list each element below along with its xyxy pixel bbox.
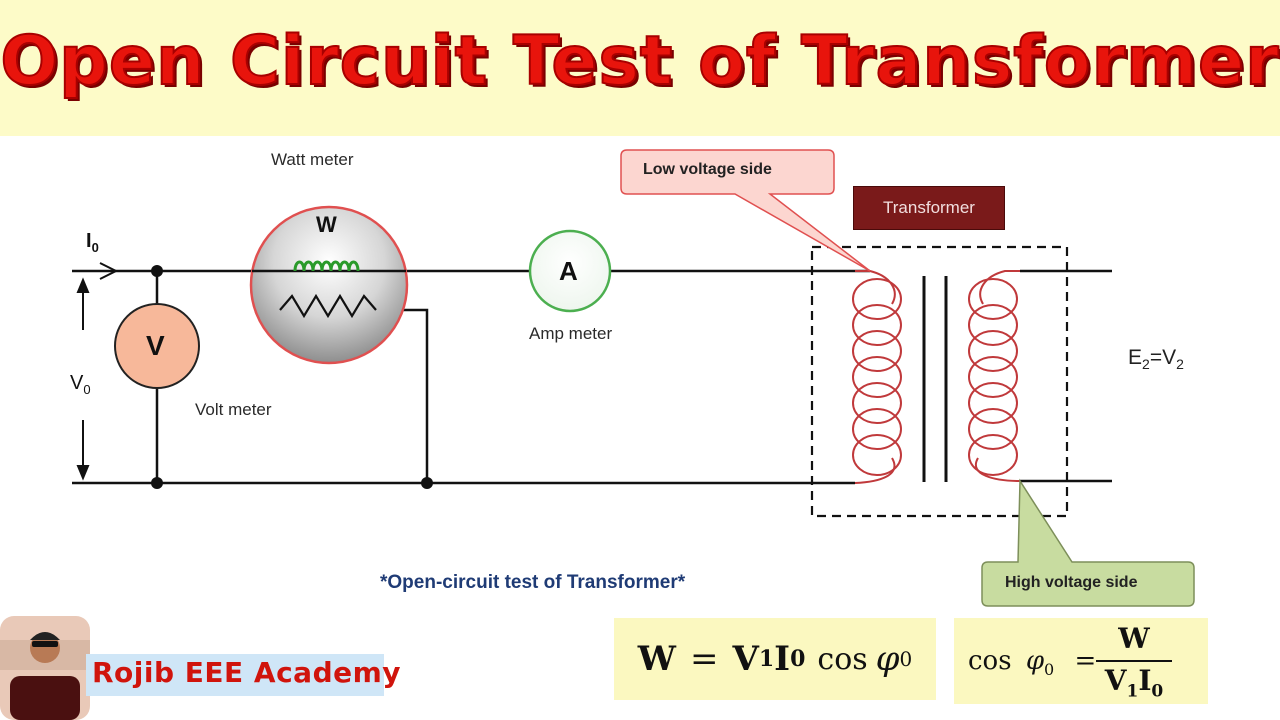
voltage-arrows-icon (76, 277, 90, 481)
voltmeter-icon (114, 303, 200, 389)
brand-name: Rojib EEE Academy (92, 656, 402, 689)
wattmeter-label: Watt meter (271, 150, 354, 169)
page-title: Open Circuit Test of Transformer (0, 21, 1280, 102)
wattmeter-icon (249, 205, 409, 365)
ammeter-label: Amp meter (529, 324, 613, 343)
ammeter-symbol: A (559, 256, 578, 286)
power-factor-formula: cos φ0 = W V1I0 (954, 618, 1208, 704)
high-voltage-side-label: High voltage side (1005, 574, 1138, 591)
primary-coil-icon (852, 270, 902, 484)
high-voltage-callout (981, 478, 1195, 607)
brand-banner (86, 654, 384, 696)
low-voltage-callout (620, 149, 871, 272)
junction-dots (151, 265, 433, 489)
diagram-caption: *Open-circuit test of Transformer* (380, 572, 686, 593)
transformer-enclosure (810, 245, 1069, 518)
voltmeter-label: Volt meter (195, 400, 272, 419)
transformer-core (922, 276, 948, 482)
title-banner (0, 0, 1280, 136)
secondary-voltage-label: E2=V2 (1128, 346, 1184, 373)
avatar-icon (0, 616, 90, 720)
transformer-label-box: Transformer (853, 186, 1005, 230)
voltmeter-symbol: V (146, 330, 165, 361)
ammeter-icon (528, 229, 612, 313)
current-label: I0 (86, 230, 99, 255)
wattmeter-symbol: W (316, 212, 337, 237)
secondary-coil-icon (968, 270, 1021, 482)
current-arrow-icon (99, 262, 119, 280)
low-voltage-side-label: Low voltage side (643, 161, 772, 178)
voltage-label: V0 (70, 372, 91, 397)
